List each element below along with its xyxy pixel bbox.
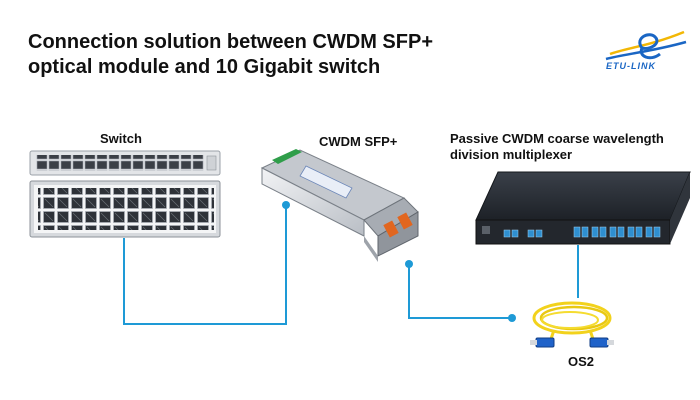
switch-to-sfp-line [123, 205, 287, 325]
connection-lines [123, 205, 579, 325]
mux-label: Passive CWDM coarse wavelength division … [450, 131, 664, 162]
sfp-dot [282, 201, 290, 209]
etu-link-logo-icon [605, 30, 687, 61]
cable-dot [508, 314, 516, 322]
sfp-label: CWDM SFP+ [319, 134, 398, 149]
switch-large-icon [29, 180, 221, 238]
page-title: Connection solution between CWDM SFP+ op… [28, 30, 433, 80]
logo-text: ETU-LINK [606, 61, 656, 71]
os2-fiber-cable-icon [530, 301, 614, 348]
cwdm-mux-icon [475, 171, 691, 245]
switch-label: Switch [100, 131, 142, 146]
title-line-1: Connection solution between CWDM SFP+ [28, 31, 433, 53]
os2-label: OS2 [568, 354, 595, 369]
sfp-out-dot [405, 260, 413, 268]
connection-dots [282, 201, 516, 322]
cwdm-sfp-module-icon [260, 149, 419, 262]
switch-small-icon [29, 150, 221, 176]
sfp-to-cable-line [408, 264, 512, 319]
title-line-2: optical module and 10 Gigabit switch [28, 56, 381, 78]
